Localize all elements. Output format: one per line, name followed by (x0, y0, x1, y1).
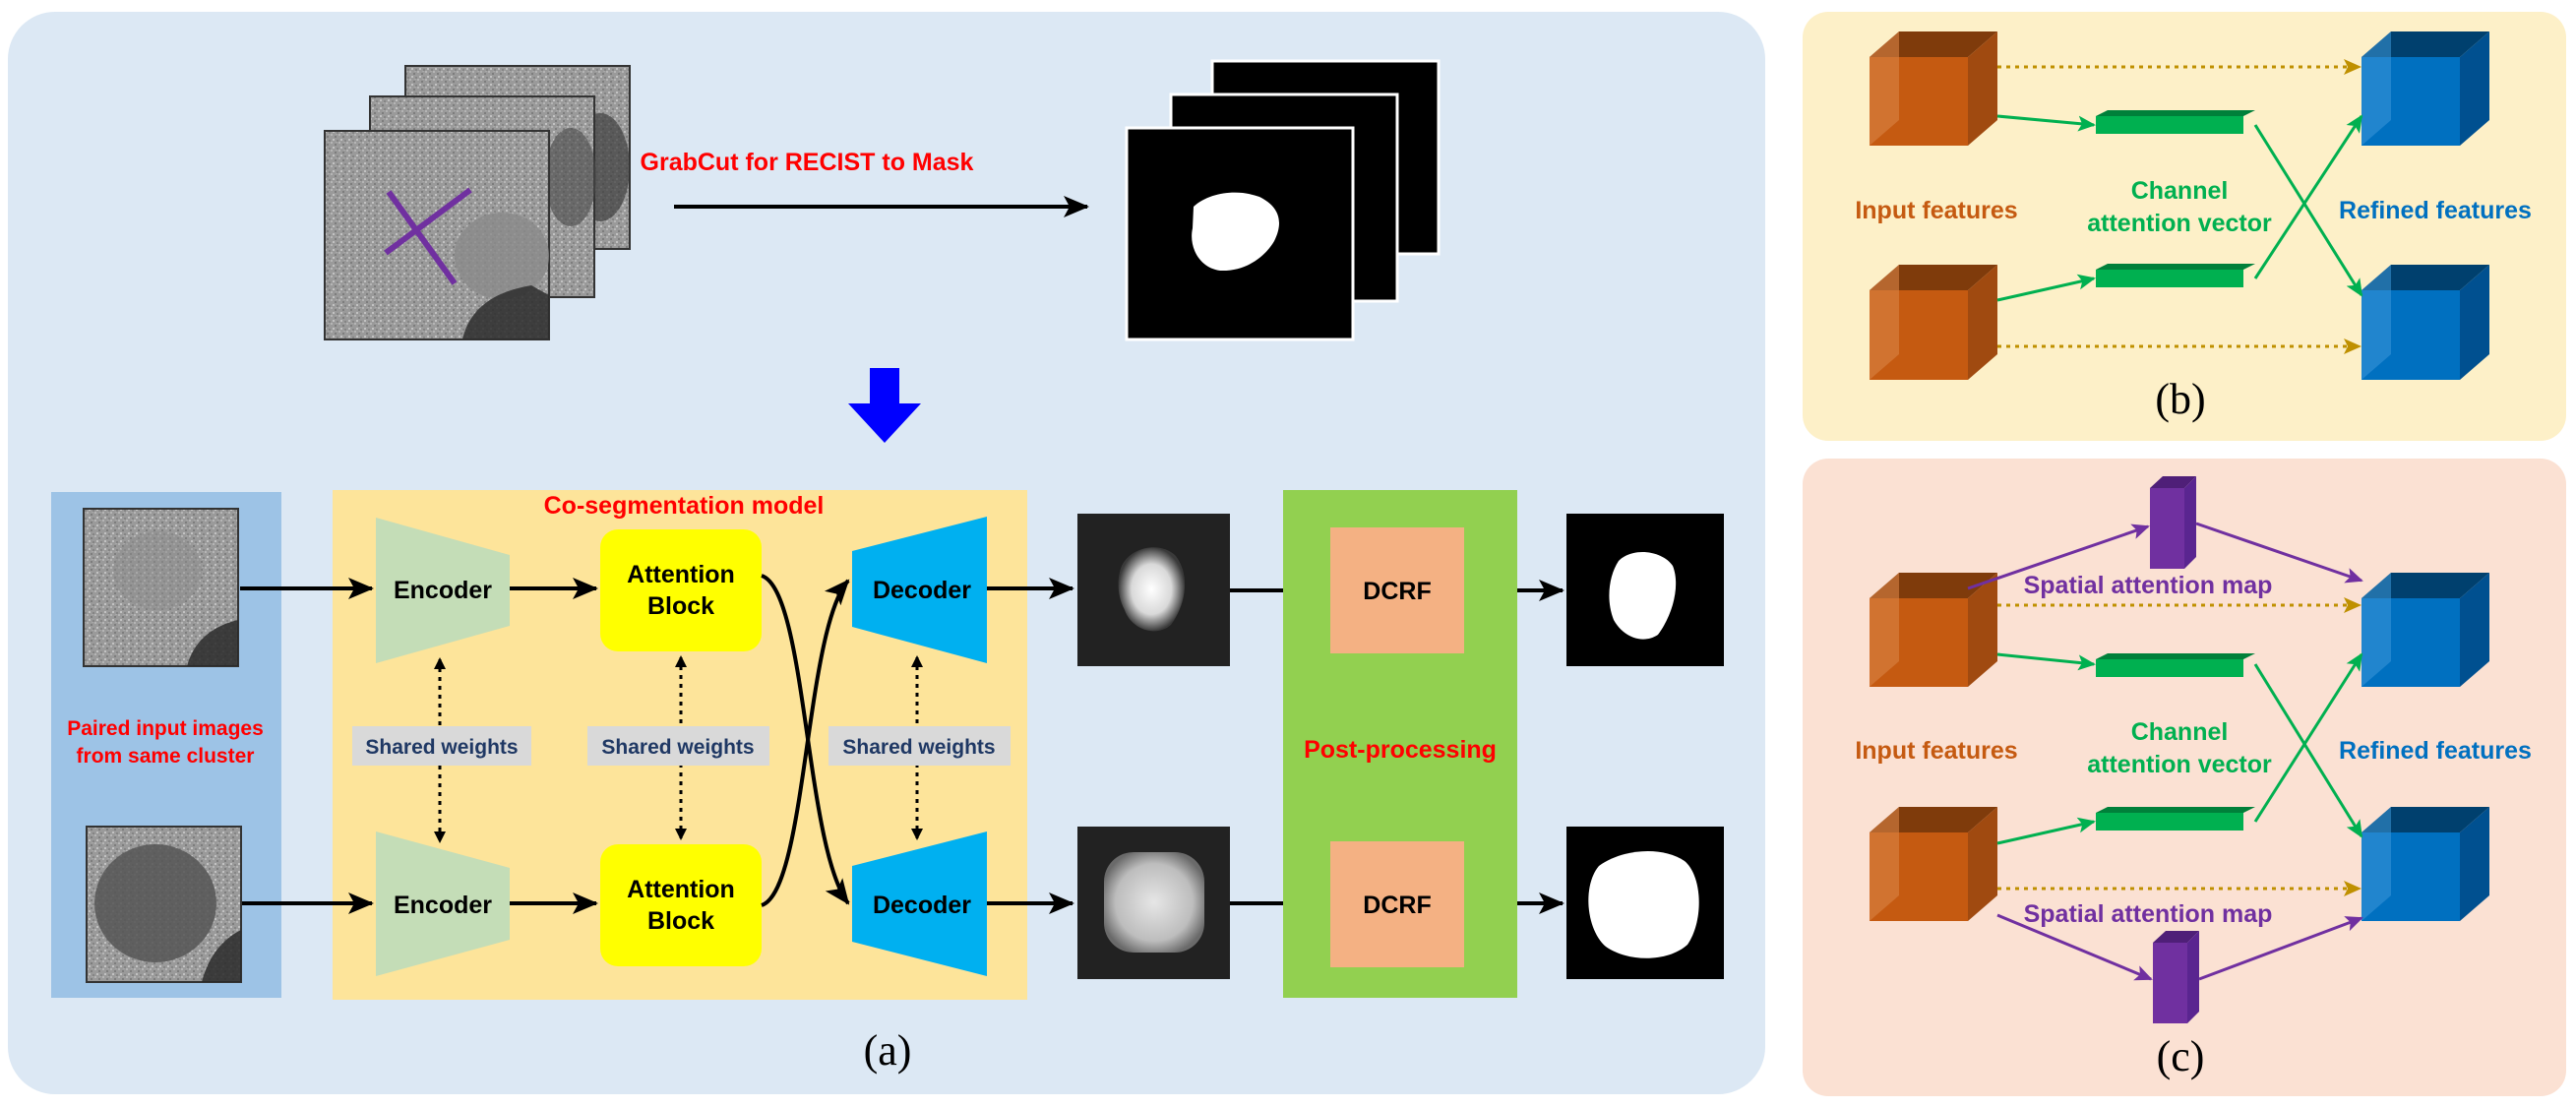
input-image-top (83, 508, 239, 667)
refined-cube-b-bottom (2361, 265, 2489, 380)
panel-b-caption: (b) (2155, 375, 2205, 423)
panel-b-channel-line1: Channel (2131, 177, 2229, 205)
down-arrow-icon (848, 368, 921, 443)
attention-top-line1: Attention (627, 561, 735, 588)
grabcut-label: GrabCut for RECIST to Mask (641, 149, 974, 176)
spatial-map-c-bottom (2153, 931, 2199, 1023)
panel-c-refined-label: Refined features (2339, 737, 2532, 765)
shared-weights-attention: Shared weights (587, 655, 769, 840)
channel-vector-b-top (2096, 110, 2255, 134)
input-image-bottom (86, 826, 242, 983)
refined-cube-c-bottom (2361, 807, 2489, 921)
paired-input-label-line1: Paired input images (67, 717, 264, 740)
panel-c-input-label: Input features (1855, 737, 2017, 765)
coseg-title: Co-segmentation model (544, 492, 825, 520)
encoder-top (376, 518, 510, 663)
panel-c-arrows (1967, 522, 2363, 981)
channel-vector-c-bottom (2096, 807, 2255, 831)
ct-slice-stack (324, 65, 631, 340)
shared-weights-decoder: Shared weights (828, 655, 1011, 840)
panel-c-channel-line2: attention vector (2087, 751, 2272, 778)
encoder-bottom (376, 831, 510, 976)
input-cube-b-bottom (1870, 265, 1997, 380)
attention-bottom-line1: Attention (627, 876, 735, 903)
attention-bottom-line2: Block (647, 907, 714, 935)
paired-input-label-line2: from same cluster (77, 745, 255, 768)
input-cube-c-bottom (1870, 807, 1997, 921)
panel-b-refined-label: Refined features (2339, 197, 2532, 224)
post-processing-label: Post-processing (1304, 736, 1497, 764)
mask-stack (1125, 59, 1441, 341)
recist-marker-icon (384, 187, 472, 285)
panel-c-channel-line1: Channel (2131, 718, 2229, 746)
probability-map-top (1077, 514, 1230, 666)
dcrf-bottom (1330, 841, 1464, 967)
channel-vector-c-top (2096, 653, 2255, 677)
decoder-bottom (852, 831, 987, 976)
shared-weights-label-1: Shared weights (365, 736, 518, 759)
dcrf-top-label: DCRF (1363, 578, 1431, 605)
input-cube-c-top (1870, 573, 1997, 687)
encoder-top-label: Encoder (394, 577, 492, 604)
panel-a-flow-arrows (240, 574, 1564, 914)
dcrf-top (1330, 527, 1464, 653)
channel-vector-b-bottom (2096, 264, 2255, 287)
attention-top-line2: Block (647, 592, 714, 620)
shared-weights-encoder: Shared weights (352, 657, 531, 843)
refined-cube-c-top (2361, 573, 2489, 687)
spatial-map-c-top (2150, 476, 2196, 569)
probability-map-bottom (1077, 827, 1230, 979)
panel-c-caption: (c) (2157, 1032, 2205, 1080)
panel-b-channel-line2: attention vector (2087, 210, 2272, 237)
decoder-top-label: Decoder (873, 577, 971, 604)
panel-b-input-label: Input features (1855, 197, 2017, 224)
decoder-bottom-label: Decoder (873, 892, 971, 919)
refined-cube-b-top (2361, 31, 2489, 146)
attention-block-top (600, 529, 762, 651)
encoder-bottom-label: Encoder (394, 892, 492, 919)
panel-c-spatial-top: Spatial attention map (2024, 572, 2273, 599)
shared-weights-label-2: Shared weights (601, 736, 754, 759)
shared-weights-label-3: Shared weights (842, 736, 995, 759)
final-mask-bottom (1566, 827, 1724, 979)
attention-block-bottom (600, 844, 762, 966)
panel-a-caption: (a) (864, 1026, 912, 1075)
panel-b-arrows (1996, 59, 2363, 354)
decoder-top (852, 517, 987, 663)
dcrf-bottom-label: DCRF (1363, 892, 1431, 919)
final-mask-top (1566, 514, 1724, 666)
panel-c-spatial-bottom: Spatial attention map (2024, 900, 2273, 928)
input-cube-b-top (1870, 31, 1997, 146)
